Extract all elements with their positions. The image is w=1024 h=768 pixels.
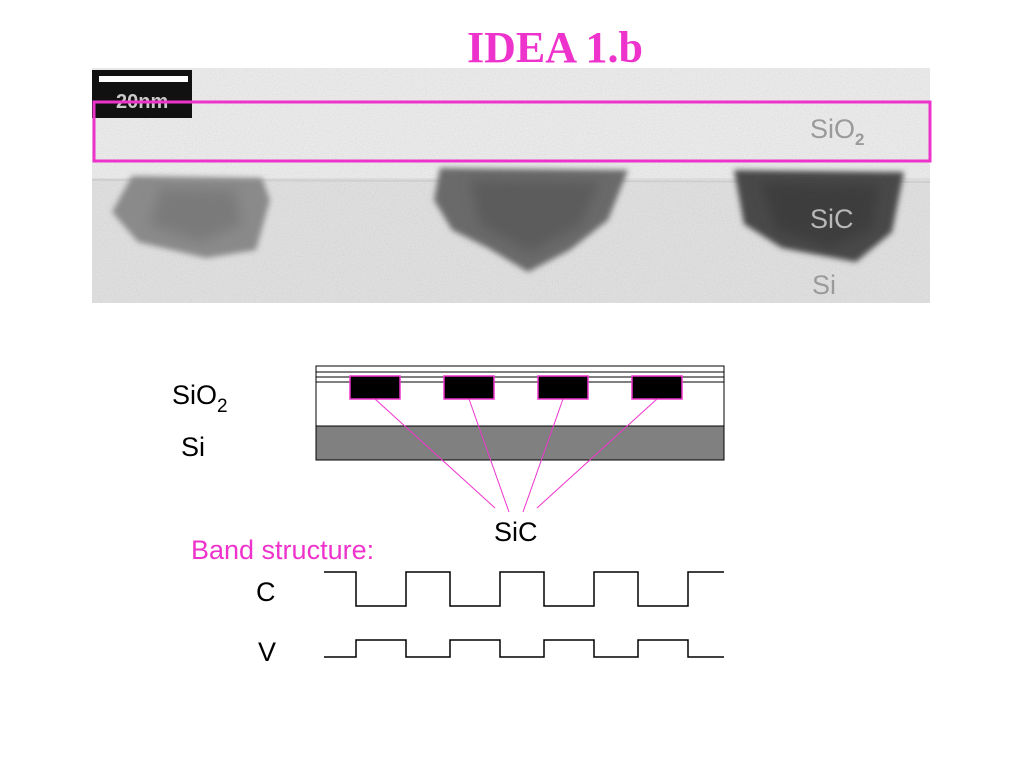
scale-bar xyxy=(99,76,188,82)
band-structure: Band structure: C V xyxy=(191,535,724,667)
band-structure-title: Band structure: xyxy=(191,535,374,565)
sic-precipitate-3-core xyxy=(760,182,880,248)
conduction-band-line xyxy=(324,571,724,607)
si-substrate xyxy=(315,425,725,461)
sic-precipitate-2-core xyxy=(470,180,600,252)
sic-pointer-line xyxy=(522,398,564,513)
sic-pointer-lines xyxy=(374,398,658,513)
sic-dot xyxy=(349,375,401,400)
sic-dot xyxy=(443,375,495,400)
sic-dot xyxy=(631,375,683,400)
schematic-label-sio2: SiO2 xyxy=(172,380,228,417)
sic-dot xyxy=(537,375,589,400)
tem-micrograph: 20nm SiO2 SiC Si xyxy=(91,68,932,303)
sic-pointer-line xyxy=(468,398,510,513)
micrograph-label-sio2-sub: 2 xyxy=(855,130,864,149)
sic-pointer-line xyxy=(374,398,496,509)
schematic-label-sio2-main: SiO xyxy=(172,380,217,410)
schematic-label-si: Si xyxy=(181,432,205,462)
schematic-label-sic: SiC xyxy=(494,517,538,547)
valence-band-line xyxy=(324,639,724,658)
micrograph-label-sio2-main: SiO xyxy=(810,114,855,144)
layer-schematic: SiO2 Si SiC xyxy=(172,365,725,547)
sio2-highlight-box xyxy=(92,100,932,163)
schematic-label-sio2-sub: 2 xyxy=(217,396,228,417)
micrograph-label-sic: SiC xyxy=(810,204,854,234)
slide-title: IDEA 1.b xyxy=(466,23,644,72)
micrograph-label-si: Si xyxy=(812,270,836,300)
sic-pointer-line xyxy=(536,398,658,509)
valence-band-label: V xyxy=(258,637,276,667)
micrograph-label-sio2: SiO2 xyxy=(810,114,864,149)
conduction-band-label: C xyxy=(256,577,276,607)
sic-precipitate-1-core xyxy=(150,188,242,242)
